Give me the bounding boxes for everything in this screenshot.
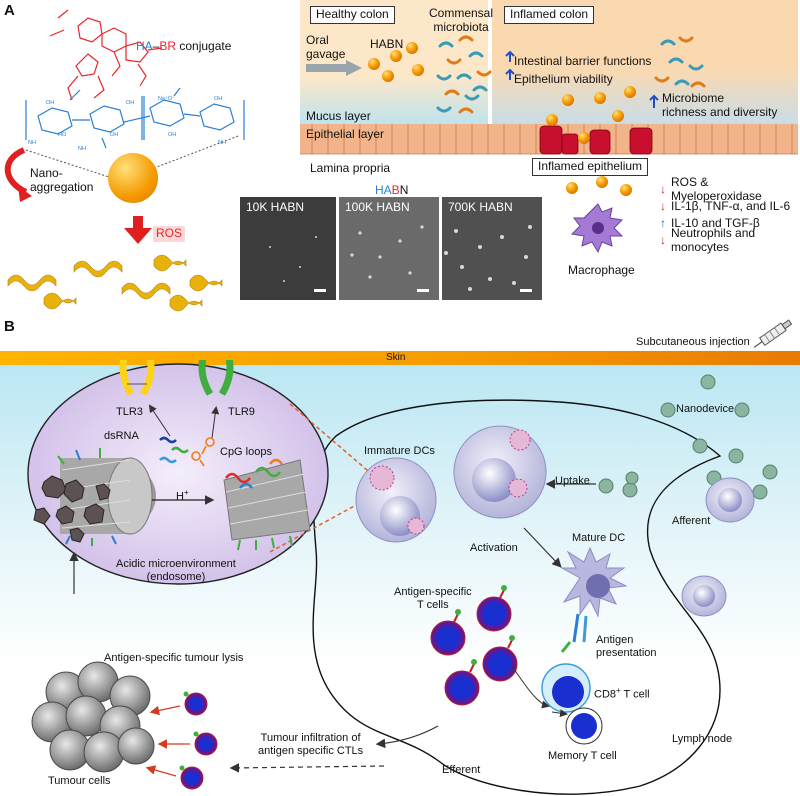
nano-aggregation-label: Nano- aggregation [30,166,94,194]
effect-row: ↓ IL-1β, TNF-α, and IL-6 [660,197,800,214]
syringe-icon [753,319,793,348]
down-arrow-icon: ↓ [660,181,666,196]
ha-br-structure: OH HO OH Na⁺O⁻ OH OH NH NH OH NH [25,9,245,152]
down-arrow-icon: ↓ [660,198,666,213]
epithelium-cells [300,124,798,170]
tlr9-label: TLR9 [228,406,255,418]
acidic-microenvironment-label: Acidic microenvironment (endosome) [116,558,236,583]
effect-text: IL-1β, TNF-α, and IL-6 [671,198,791,213]
sem-image-100k: 100K HABN [339,197,439,300]
inflamed-colon-title: Inflamed colon [504,6,595,24]
degraded-ribbons [7,254,223,312]
ha-text: HA [136,39,153,53]
cd8-text: CD8 [594,688,617,701]
conjugate-label: HA–BR conjugate [136,39,232,54]
svg-text:OH: OH [168,132,176,138]
habn-nanoparticle [108,153,158,203]
panel-b-letter: B [4,318,15,335]
activation-label: Activation [470,542,518,554]
antigen-specific-t-cells-label: Antigen-specific T cells [394,586,472,611]
svg-text:NH: NH [28,140,36,146]
efferent-label: Efferent [442,764,481,776]
healthy-colon-title: Healthy colon [310,6,395,24]
scale-bar [417,289,429,292]
microbiome-label: Microbiome richness and diversity [662,91,778,119]
cd8-post-text: T cell [620,688,650,701]
sem-habn-title: HABN [375,183,409,198]
svg-text:HO: HO [58,132,67,138]
cpg-loops-label: CpG loops [220,446,272,458]
nanodevice-label: Nanodevice [676,403,735,415]
skin-label: Skin [386,352,406,363]
sem-title-ha: HA [375,183,392,197]
svg-text:NH: NH [78,146,86,152]
macrophage-cell [566,176,632,254]
conjugate-rest-text: conjugate [176,39,232,53]
lamina-propria-label: Lamina propria [310,161,391,175]
uptake-label: Uptake [555,475,590,487]
commensal-microbiota-label: Commensal microbiota [429,6,494,34]
mature-dc-label: Mature DC [572,532,626,544]
immature-dcs-label: Immature DCs [364,445,435,457]
sem-label-10k: 10K HABN [246,200,305,214]
sem-label-100k: 100K HABN [345,200,410,214]
mucus-layer-label: Mucus layer [306,109,371,123]
subcutaneous-label: Subcutaneous injection [636,336,750,348]
scale-bar [314,289,326,292]
effect-text: Neutrophils and monocytes [671,225,756,254]
svg-text:NH: NH [218,140,226,146]
svg-text:Na⁺O⁻: Na⁺O⁻ [158,95,175,102]
effect-row: ↑ IL-10 and TGF-β [660,214,800,231]
sem-title-b: B [391,183,400,197]
oral-gavage-label: Oral gavage [306,33,346,61]
divider [488,0,492,124]
effect-row: ↓ Neutrophils and monocytes [660,226,800,254]
tumour-cells-label: Tumour cells [48,775,111,787]
infiltration-label: Tumour infiltration of antigen specific … [258,732,364,757]
down-arrow-icon: ↓ [660,232,666,247]
sem-image-700k: 700K HABN [442,197,542,300]
br-text: BR [159,39,177,53]
sem-label-700k: 700K HABN [448,200,513,214]
afferent-label: Afferent [672,515,711,527]
cd8-t-cell-label: CD8+ T cell [594,686,650,701]
effects-list: ↓ ROS & Myeloperoxidase ↓ IL-1β, TNF-α, an… [660,175,800,254]
sem-particle-dots [269,225,532,291]
up-arrow-icon: ↑ [660,215,666,230]
svg-text:OH: OH [46,100,54,106]
oral-gavage-arrow [306,60,362,76]
memory-t-cell-label: Memory T cell [548,750,617,762]
tlr3-label: TLR3 [116,406,143,418]
svg-text:OH: OH [126,100,134,106]
tumour-lysis-label: Antigen-specific tumour lysis [104,652,244,664]
dsrna-label: dsRNA [104,430,139,442]
h-plus-label: H+ [176,488,189,503]
lymph-node-outline [312,399,722,795]
effect-row: ↓ ROS & Myeloperoxidase [660,175,800,203]
antigen-presentation-label: Antigen presentation [596,634,657,659]
sem-image-10k: 10K HABN [240,197,336,300]
svg-text:OH: OH [214,96,222,102]
epithelium-viability-label: Epithelium viability [514,72,613,86]
scale-bar [520,289,532,292]
inflamed-epithelium-label: Inflamed epithelium [532,158,649,176]
ros-label: ROS [153,226,186,242]
zoom-lines [4,135,239,244]
cd8-sup-text: + [616,686,621,695]
immune-diagram [27,360,778,795]
effect-text: ROS & Myeloperoxidase [671,174,762,203]
effect-text: IL-10 and TGF-β [671,215,760,230]
lymph-node-label: Lymph node [672,733,733,745]
panel-a-letter: A [4,2,15,19]
macrophage-label: Macrophage [568,263,635,277]
svg-text:OH: OH [110,132,118,138]
h-text: H [176,490,184,503]
habn-label: HABN [370,37,404,51]
plus-text: + [183,488,189,497]
sem-title-n: N [399,183,409,197]
particles-and-bacteria [368,35,706,144]
barrier-function-label: Intestinal barrier functions [514,54,652,68]
epithelial-layer-label: Epithelial layer [306,127,385,141]
dash-text: – [152,39,160,53]
